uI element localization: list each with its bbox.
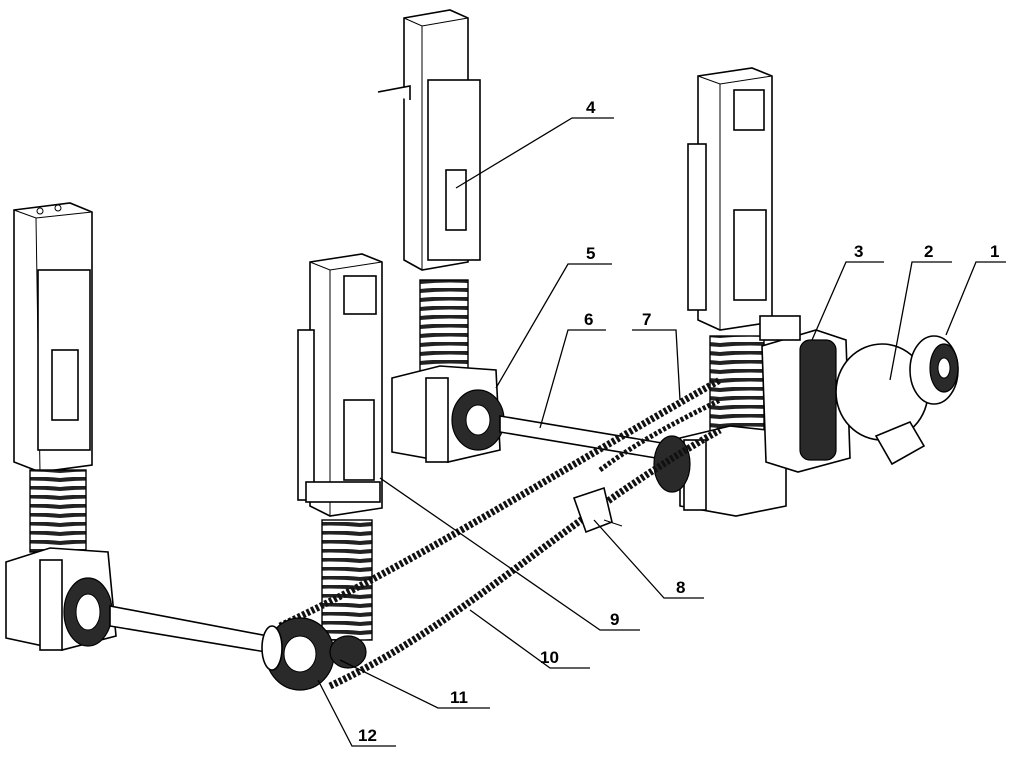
- bellows-left: [29, 469, 87, 553]
- callout-12: 12: [358, 726, 377, 745]
- leader-lines: [317, 117, 1006, 747]
- bellows-middle-back: [419, 279, 469, 373]
- reducer-2: [835, 343, 929, 466]
- callout-3: 3: [854, 242, 863, 261]
- bellows-middle-front: [321, 519, 373, 641]
- callout-8: 8: [676, 578, 685, 597]
- callout-10: 10: [540, 648, 559, 667]
- gearbox-left: [5, 547, 117, 651]
- bellows-right: [709, 335, 765, 437]
- shaft-left: [109, 605, 269, 653]
- motor-3: [759, 315, 851, 473]
- column-middle-front: [297, 253, 383, 517]
- gearbox-middle-back: [391, 365, 505, 463]
- column-left: [13, 202, 93, 473]
- callout-1: 1: [990, 242, 999, 261]
- sprocket-12: [261, 617, 335, 691]
- column-middle-back: [377, 9, 481, 271]
- callout-7: 7: [642, 310, 651, 329]
- tensioner-8: [572, 486, 623, 534]
- shaft-middle: [499, 415, 681, 463]
- callout-4: 4: [586, 98, 596, 117]
- handwheel-1: [909, 335, 959, 405]
- chain-loop: [278, 376, 722, 690]
- callout-9: 9: [610, 610, 619, 629]
- callout-11: 11: [450, 688, 468, 707]
- callout-6: 6: [584, 310, 593, 329]
- callout-5: 5: [586, 244, 595, 263]
- gearbox-right: [653, 425, 787, 517]
- callout-2: 2: [924, 242, 933, 261]
- column-right: [687, 67, 773, 331]
- sprocket-11: [329, 635, 367, 669]
- callout-labels: 1 2 3 4 5 6 7 8 9 10 11 12: [358, 98, 999, 745]
